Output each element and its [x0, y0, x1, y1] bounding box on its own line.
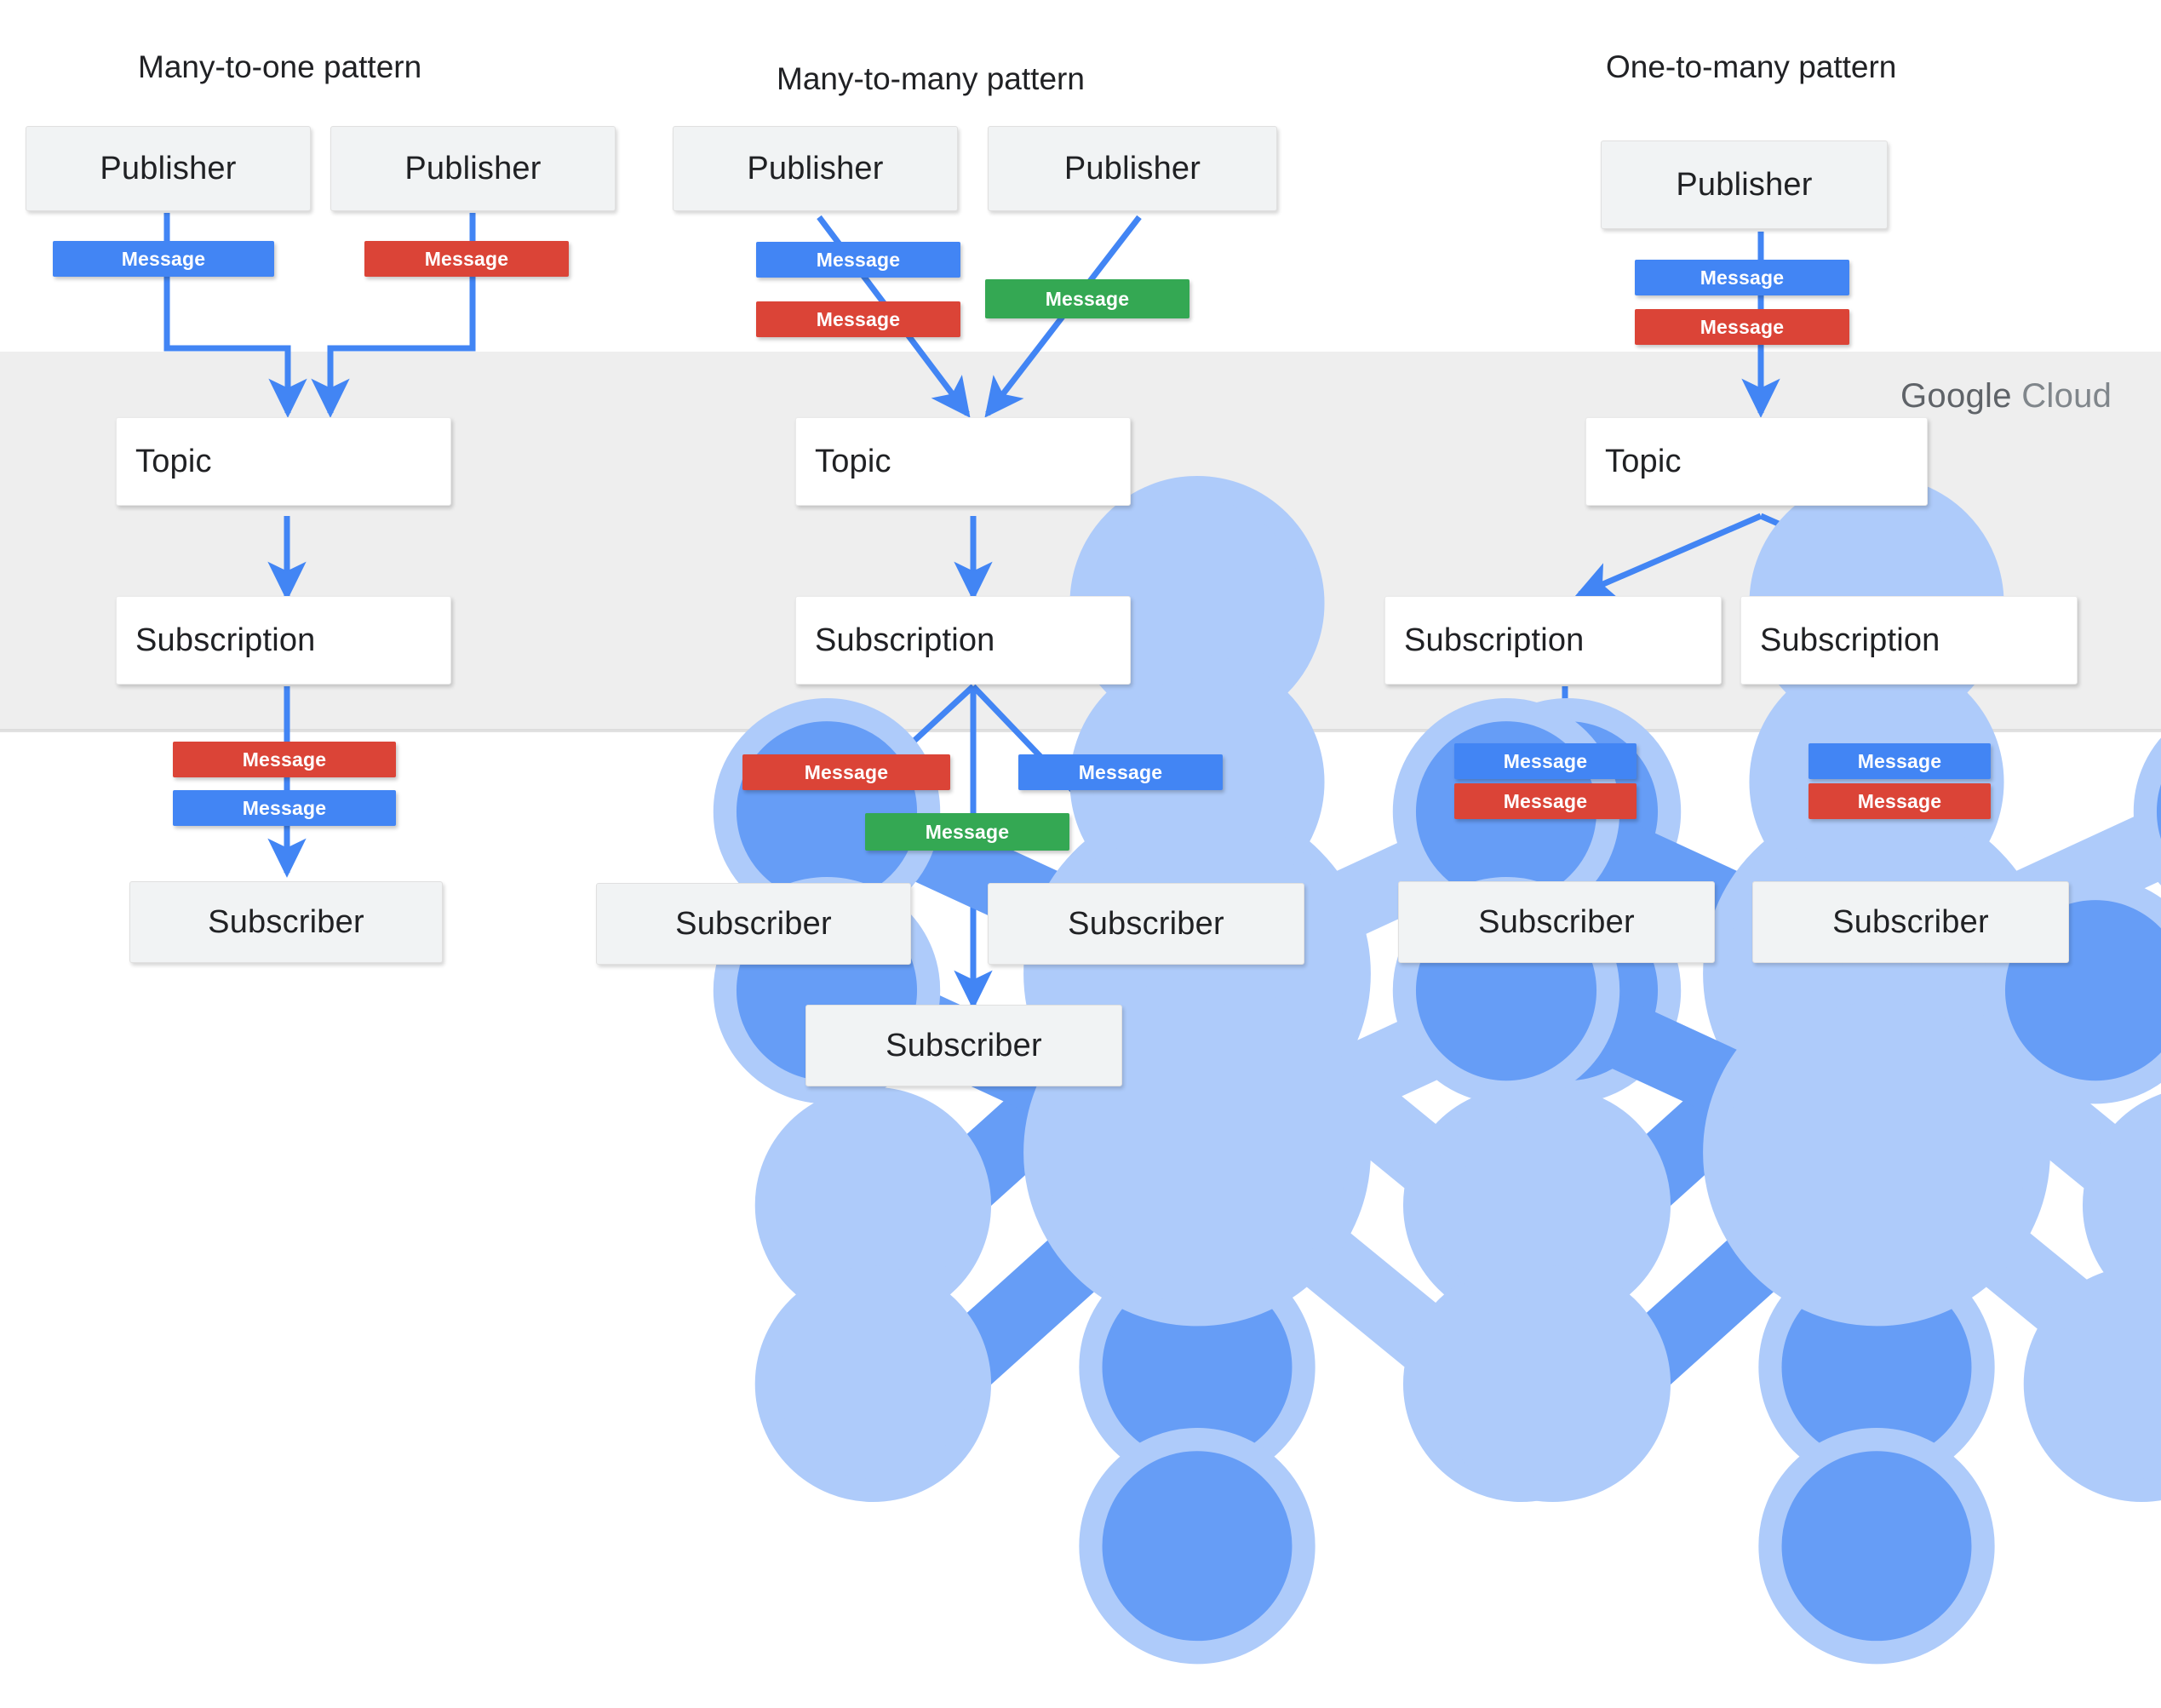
- subscriber-box[interactable]: Subscriber: [1752, 881, 2069, 963]
- topic-label: Topic: [1605, 443, 1682, 479]
- message-chip: Message: [173, 790, 396, 826]
- message-chip: Message: [53, 241, 274, 277]
- subscription-box[interactable]: Subscription: [116, 596, 1682, 1665]
- publisher-label: Publisher: [1676, 166, 1813, 203]
- message-chip: Message: [1635, 309, 1849, 345]
- message-chip: Message: [1635, 260, 1849, 295]
- edge-pub2-topic: [311, 213, 476, 418]
- subscription-box[interactable]: Subscription: [795, 596, 2161, 1665]
- message-label: Message: [925, 820, 1010, 843]
- topic-label: Topic: [815, 443, 891, 479]
- google-cloud-logo-icon: [1900, 377, 2161, 1488]
- brand-cloud: Cloud: [2021, 377, 2112, 415]
- publisher-label: Publisher: [404, 150, 542, 186]
- subscription-label: Subscription: [135, 622, 316, 658]
- topic-box[interactable]: Topic: [116, 417, 1682, 1486]
- brand-google: Google: [1900, 377, 2012, 415]
- publisher-box[interactable]: Publisher: [1601, 140, 1888, 229]
- message-chip: Message: [364, 241, 569, 277]
- publisher-label: Publisher: [1063, 150, 1201, 186]
- message-label: Message: [242, 748, 327, 771]
- subscriber-box[interactable]: Subscriber: [988, 883, 1304, 965]
- topic-label: Topic: [135, 443, 212, 479]
- message-chip: Message: [1454, 743, 1637, 779]
- publisher-box[interactable]: Publisher: [26, 126, 311, 211]
- message-label: Message: [804, 760, 889, 783]
- publisher-box[interactable]: Publisher: [988, 126, 1277, 211]
- message-label: Message: [816, 248, 901, 271]
- subscriber-label: Subscriber: [675, 905, 832, 942]
- message-label: Message: [1700, 315, 1785, 338]
- subscriber-label: Subscriber: [1832, 903, 1989, 940]
- subscription-label: Subscription: [1404, 622, 1585, 658]
- message-label: Message: [1503, 789, 1588, 812]
- message-label: Message: [1045, 287, 1130, 310]
- subscription-box[interactable]: Subscription: [1384, 596, 2161, 1502]
- message-chip: Message: [1808, 743, 1991, 779]
- message-chip: Message: [1454, 783, 1637, 819]
- message-chip: Message: [1018, 754, 1223, 790]
- topic-box[interactable]: Topic: [795, 417, 2161, 1486]
- publisher-label: Publisher: [100, 150, 237, 186]
- google-cloud-wordmark: Google Cloud: [1900, 377, 2112, 416]
- message-chip: Message: [985, 279, 1189, 318]
- message-chip: Message: [173, 742, 396, 777]
- subscription-label: Subscription: [815, 622, 995, 658]
- column-title-many-to-one: Many-to-one pattern: [138, 49, 422, 84]
- subscriber-box[interactable]: Subscriber: [805, 1005, 1122, 1086]
- google-cloud-branding: Google Cloud: [1900, 377, 2112, 416]
- subscription-box[interactable]: Subscription: [1740, 596, 2078, 685]
- subscriber-box[interactable]: Subscriber: [596, 883, 911, 965]
- message-chip: Message: [756, 242, 960, 278]
- message-chip: Message: [1808, 783, 1991, 819]
- column-title-many-to-many: Many-to-many pattern: [777, 61, 1085, 96]
- message-label: Message: [424, 247, 509, 270]
- message-chip: Message: [756, 301, 960, 337]
- subscriber-box[interactable]: Subscriber: [129, 881, 443, 963]
- subscriber-label: Subscriber: [1068, 905, 1224, 942]
- message-label: Message: [242, 796, 327, 819]
- diagram-canvas: Many-to-one pattern Many-to-many pattern…: [0, 49, 2161, 1665]
- column-title-one-to-many: One-to-many pattern: [1606, 49, 1897, 84]
- edge-pub1-topic: [163, 213, 307, 418]
- message-label: Message: [1857, 749, 1942, 772]
- subscriber-label: Subscriber: [208, 903, 364, 940]
- message-label: Message: [1700, 266, 1785, 289]
- message-label: Message: [121, 247, 206, 270]
- edge-topic-subscription-c3-left: [1574, 513, 1763, 599]
- publisher-box[interactable]: Publisher: [673, 126, 958, 211]
- message-chip: Message: [865, 813, 1069, 851]
- topic-box[interactable]: Topic: [1585, 417, 1928, 506]
- subscriber-box[interactable]: Subscriber: [1398, 881, 1715, 963]
- subscription-label: Subscription: [1760, 622, 1940, 658]
- message-label: Message: [1857, 789, 1942, 812]
- google-cloud-band-edge: [0, 729, 2161, 732]
- message-label: Message: [1078, 760, 1163, 783]
- publisher-box[interactable]: Publisher: [330, 126, 616, 211]
- message-label: Message: [816, 307, 901, 330]
- message-label: Message: [1503, 749, 1588, 772]
- subscriber-label: Subscriber: [886, 1027, 1042, 1063]
- message-chip: Message: [742, 754, 950, 790]
- publisher-label: Publisher: [747, 150, 884, 186]
- subscriber-label: Subscriber: [1478, 903, 1635, 940]
